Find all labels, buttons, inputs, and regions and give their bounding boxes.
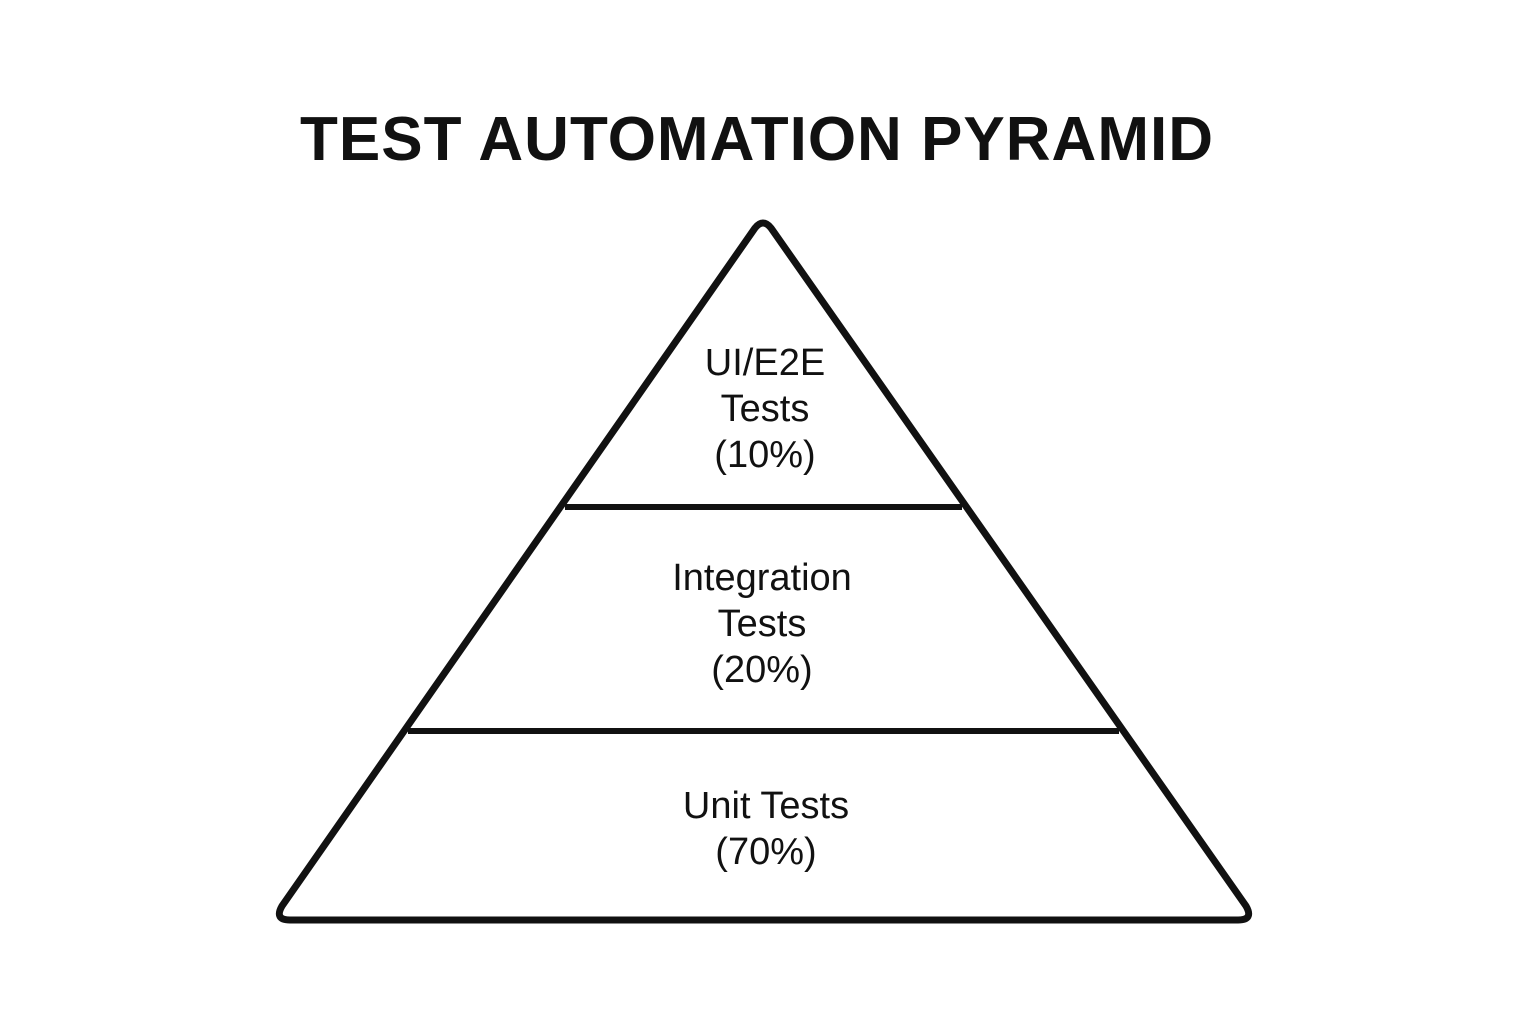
tier-ui-e2e-label: UI/E2E Tests (10%) bbox=[705, 340, 825, 478]
tier-ui-e2e-percent: (10%) bbox=[714, 434, 816, 476]
pyramid-outline bbox=[275, 219, 1253, 924]
tier-integration-line-1: Integration bbox=[672, 557, 852, 599]
tier-integration-label: Integration Tests (20%) bbox=[672, 555, 852, 693]
tier-integration-percent: (20%) bbox=[711, 649, 813, 691]
tier-unit-percent: (70%) bbox=[715, 831, 817, 873]
tier-ui-e2e-line-2: Tests bbox=[720, 388, 810, 430]
tier-ui-e2e-line-1: UI/E2E bbox=[704, 342, 826, 384]
tier-unit-label: Unit Tests (70%) bbox=[683, 783, 849, 875]
tier-integration-line-2: Tests bbox=[717, 603, 807, 645]
diagram-title: TEST AUTOMATION PYRAMID bbox=[300, 105, 1214, 174]
tier-unit-line-1: Unit Tests bbox=[682, 785, 850, 827]
